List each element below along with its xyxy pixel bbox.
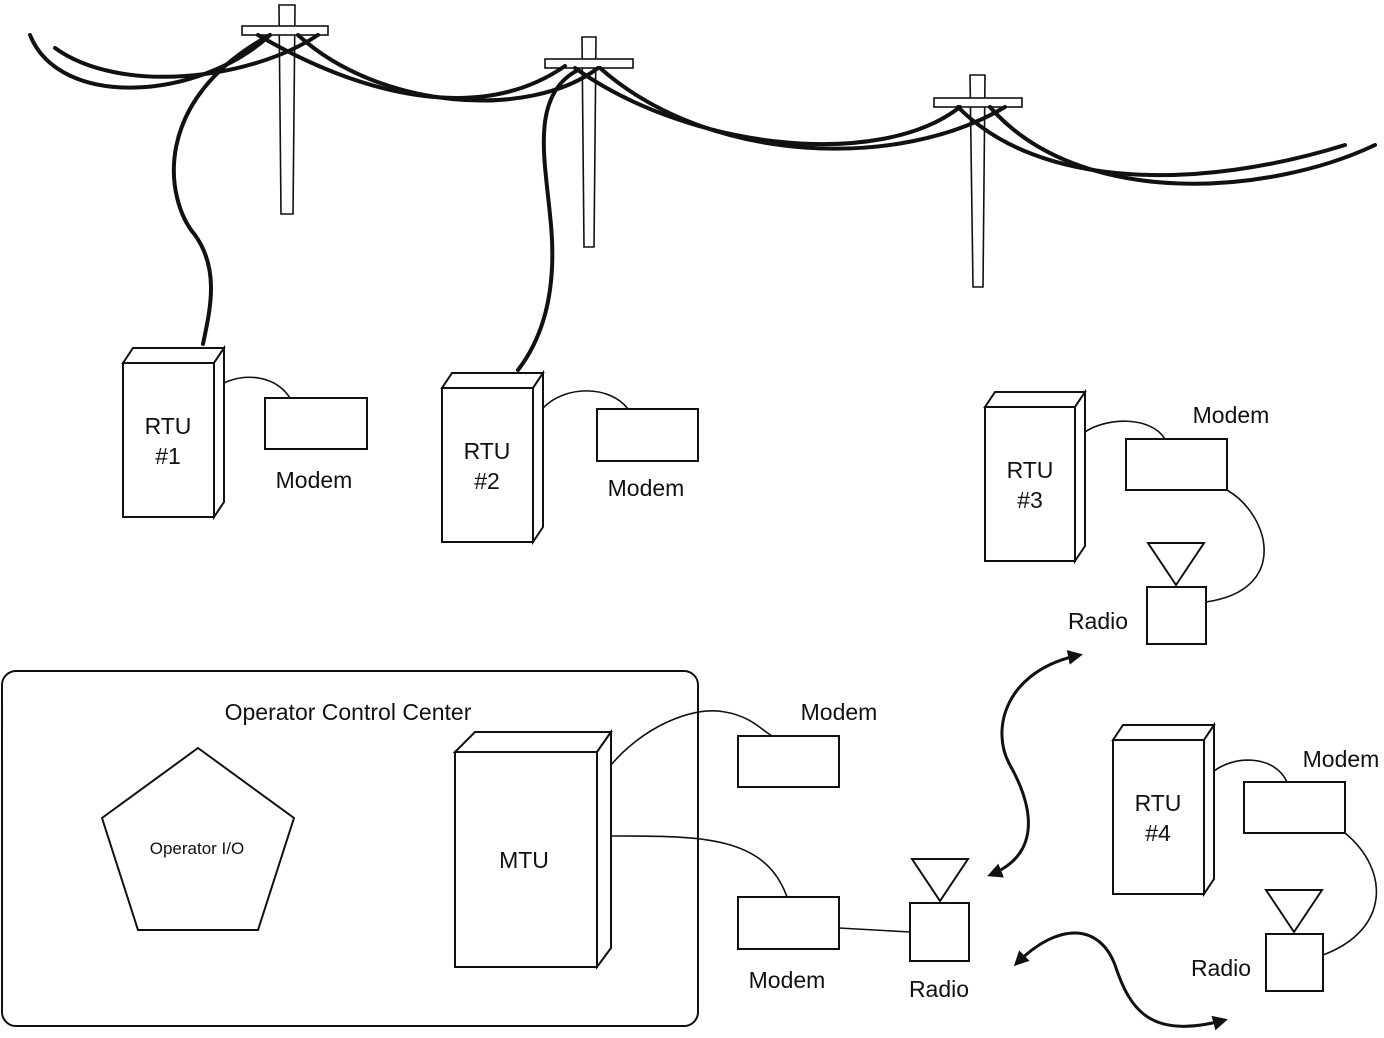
utility-pole-1	[241, 4, 329, 215]
power-lines	[28, 33, 1377, 186]
mtu-modem-top-label: Modem	[801, 699, 878, 725]
control-center-title: Operator Control Center	[225, 699, 472, 725]
rtu-1-modem	[264, 397, 368, 450]
rtu-3-modem-label: Modem	[1193, 402, 1270, 428]
mtu-modem-bottom	[737, 896, 840, 950]
rtu-2-modem-label: Modem	[608, 475, 685, 501]
operator-io-label: Operator I/O	[150, 839, 244, 858]
rtu-3-radio-label: Radio	[1068, 608, 1128, 634]
operator-control-center: Operator Control Center Operator I/O MTU	[1, 670, 699, 1027]
mtu-modem-bottom-label: Modem	[749, 967, 826, 993]
mtu: MTU	[452, 728, 613, 971]
rtu-3-label: RTU	[1007, 457, 1054, 483]
rtu-2-label: RTU	[464, 438, 511, 464]
rtu-1-modem-label: Modem	[276, 467, 353, 493]
rtu-2-number: #2	[474, 468, 500, 494]
mtu-antenna-icon	[910, 858, 970, 903]
rtu-3-modem	[1125, 438, 1228, 491]
rtu-4-modem-label: Modem	[1303, 746, 1380, 772]
mtu-modem-top	[737, 735, 840, 788]
rtu-4-modem	[1243, 781, 1346, 834]
drop-cable-rtu1	[171, 33, 272, 346]
utility-pole-3	[933, 74, 1023, 288]
rtu-4-radio-label: Radio	[1191, 955, 1251, 981]
radio-link-rtu4	[1013, 931, 1228, 1031]
rtu-4: RTU #4	[1111, 721, 1216, 898]
rtu-3-number: #3	[1017, 487, 1043, 513]
rtu-4-number: #4	[1145, 820, 1171, 846]
rtu-4-antenna-icon	[1264, 889, 1324, 934]
rtu-1-label: RTU	[145, 413, 192, 439]
rtu-3: RTU #3	[983, 388, 1087, 565]
rtu-3-radio	[1146, 542, 1207, 645]
rtu-2: RTU #2	[440, 369, 545, 546]
rtu-4-radio	[1264, 889, 1324, 992]
rtu-1-number: #1	[155, 443, 181, 469]
operator-io-pentagon	[100, 746, 296, 931]
rtu-1: RTU #1	[121, 344, 226, 521]
radio-link-rtu3	[987, 650, 1083, 878]
mtu-radio	[909, 858, 970, 962]
mtu-radio-label: Radio	[909, 976, 969, 1002]
rtu-3-antenna-icon	[1146, 542, 1206, 587]
drop-cable-rtu2	[516, 68, 580, 372]
rtu-4-label: RTU	[1135, 790, 1182, 816]
mtu-label: MTU	[499, 847, 549, 873]
utility-pole-2	[544, 36, 634, 248]
rtu-2-modem	[596, 408, 699, 462]
